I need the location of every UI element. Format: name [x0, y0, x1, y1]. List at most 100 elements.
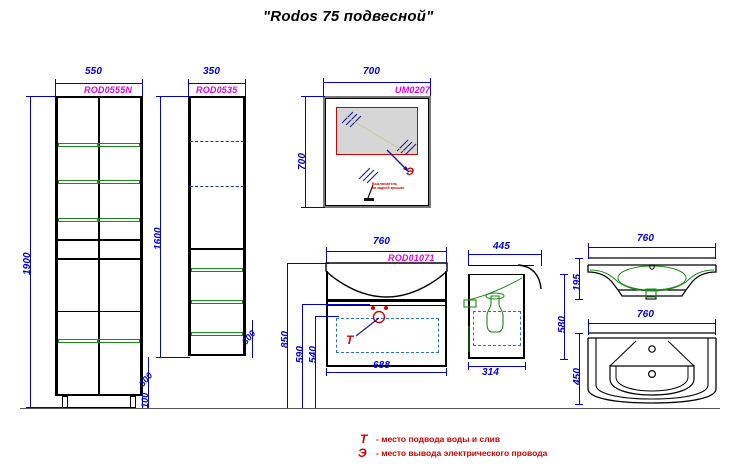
dim-tick-bot-580: [560, 359, 568, 360]
ext-top-1900: [30, 96, 56, 97]
dim-slim-base-gap: 300: [137, 370, 155, 389]
dim-mirror-height: 700: [297, 153, 308, 170]
shelf-green-1l: [58, 143, 98, 147]
ext-top-m700h: [305, 96, 325, 97]
view-vanity-side: 445 314 580: [460, 236, 575, 381]
dim-line-300a: [148, 357, 149, 408]
tall-cabinet-center-divider: [98, 98, 100, 394]
dim-plinth-height: 100: [140, 392, 150, 408]
hidden-shelf-1: [190, 141, 244, 142]
ext-right-760v: [446, 251, 447, 263]
ext-right-m700: [430, 82, 431, 96]
tall-cabinet-div-3: [57, 311, 142, 312]
ext-bot-1600: [160, 357, 190, 358]
dim-line-445: [468, 254, 542, 255]
shelf-green-2l: [58, 180, 98, 184]
dim-line-590: [302, 304, 303, 408]
floor-line: [20, 408, 720, 409]
ext-top-540: [315, 316, 339, 317]
ext-left-m700: [323, 82, 324, 96]
dim-tall-cabinet-width: 550: [85, 66, 102, 77]
legend-water-symbol: T: [360, 432, 368, 446]
shelf-green-1r: [98, 143, 140, 147]
vanity-plumbing-marks: [371, 306, 388, 324]
mirror-glass-hatching: [341, 111, 417, 184]
shelf-green-4l: [58, 339, 98, 343]
mirror-note-line1: Выключатель: [372, 182, 398, 186]
dim-line-100: [142, 392, 143, 408]
dim-vanity-total-height: 850: [280, 331, 291, 348]
hidden-shelf-2: [190, 186, 244, 187]
vanity-water-leader: [355, 317, 380, 337]
vanity-water-marker: T: [346, 333, 354, 347]
dim-line-314: [468, 366, 526, 367]
mirror-frame-inner: [325, 98, 429, 206]
dim-tick-left-688: [326, 368, 327, 376]
ext-right-445: [541, 254, 542, 266]
code-tall-cabinet: ROD0555N: [84, 85, 133, 95]
shelf-green-3l: [58, 218, 98, 222]
slim-shelf-green-2: [191, 300, 243, 304]
slim-shelf-green-3: [191, 332, 243, 336]
side-basin-top: [468, 265, 534, 267]
ext-line-left-350: [188, 83, 189, 97]
mirror-switch-leader: [364, 184, 374, 201]
dim-line-mirror-700h: [305, 96, 306, 208]
page-title: "Rodos 75 подвесной": [263, 8, 434, 25]
dim-vanity-width: 760: [373, 236, 390, 247]
dim-basin-plan-depth: 450: [572, 368, 583, 385]
dim-tick-right-314: [525, 362, 526, 370]
mirror-electric-leader: [386, 149, 410, 173]
ext-bot-m700h: [305, 207, 325, 208]
code-vanity: ROD01071: [388, 253, 435, 263]
dim-line-1900: [30, 96, 31, 408]
side-siphon-detail: [463, 277, 523, 352]
vanity-hidden-drawer: [336, 318, 439, 353]
vanity-drawer-split: [328, 299, 446, 302]
dim-basin-front-height: 195: [572, 274, 583, 291]
ext-bot-1900: [30, 407, 63, 408]
dim-line-850: [287, 263, 288, 408]
shelf-green-2r: [98, 180, 140, 184]
view-vanity-front: 760 ROD01071 T 688: [280, 236, 470, 411]
ext-top-1600: [160, 96, 190, 97]
dim-line-1600: [160, 96, 161, 358]
dim-line-760v: [326, 251, 447, 252]
dim-line-plan-760: [588, 323, 716, 324]
basin-front-outline: [587, 257, 717, 300]
legend-electric-symbol: Э: [358, 446, 367, 460]
dim-vanity-depth: 445: [493, 241, 510, 252]
ext-left-b760: [588, 247, 589, 259]
dim-tick-bot-195: [575, 299, 583, 300]
view-basin-front: 760 195: [572, 225, 740, 315]
mirror-note-line2: на задней крышке: [372, 186, 405, 190]
dim-tick-right-688: [446, 368, 447, 376]
legend-electric-text: - место вывода электрического провода: [376, 448, 548, 458]
dim-vanity-base-depth: 314: [482, 367, 499, 378]
dim-basin-front-width: 760: [637, 233, 654, 244]
ext-line-right-350: [245, 83, 246, 97]
dim-line-195: [579, 258, 580, 300]
legend: T - место подвода воды и слив Э - место …: [356, 432, 616, 464]
tall-cabinet-mid-shelf-2: [57, 258, 142, 260]
dim-vanity-height-590: 590: [295, 346, 306, 363]
vanity-drawer-split-2: [328, 305, 446, 306]
slim-cabinet-upper-body: [188, 96, 246, 248]
ext-left-760v: [326, 251, 327, 263]
tall-cabinet-body: [55, 96, 143, 396]
shelf-green-4r: [98, 339, 140, 343]
dim-tick-left-314: [468, 362, 469, 370]
dim-line-450: [579, 333, 580, 405]
side-cabinet-body: [468, 274, 525, 359]
dim-line-350: [188, 83, 246, 84]
slim-shelf-green-1: [191, 268, 243, 272]
dim-line-basin-760: [588, 247, 716, 248]
dim-mirror-width: 700: [363, 66, 380, 77]
ext-top-590: [302, 304, 370, 305]
shelf-green-3r: [98, 218, 140, 222]
dim-tick-top-450: [575, 333, 583, 334]
view-slim-cabinet: 350 ROD0535 1600 300 300 100: [0, 0, 290, 430]
dim-tick-top-195: [575, 258, 583, 259]
plinth-line: [62, 407, 136, 408]
dim-line-688: [326, 372, 447, 373]
